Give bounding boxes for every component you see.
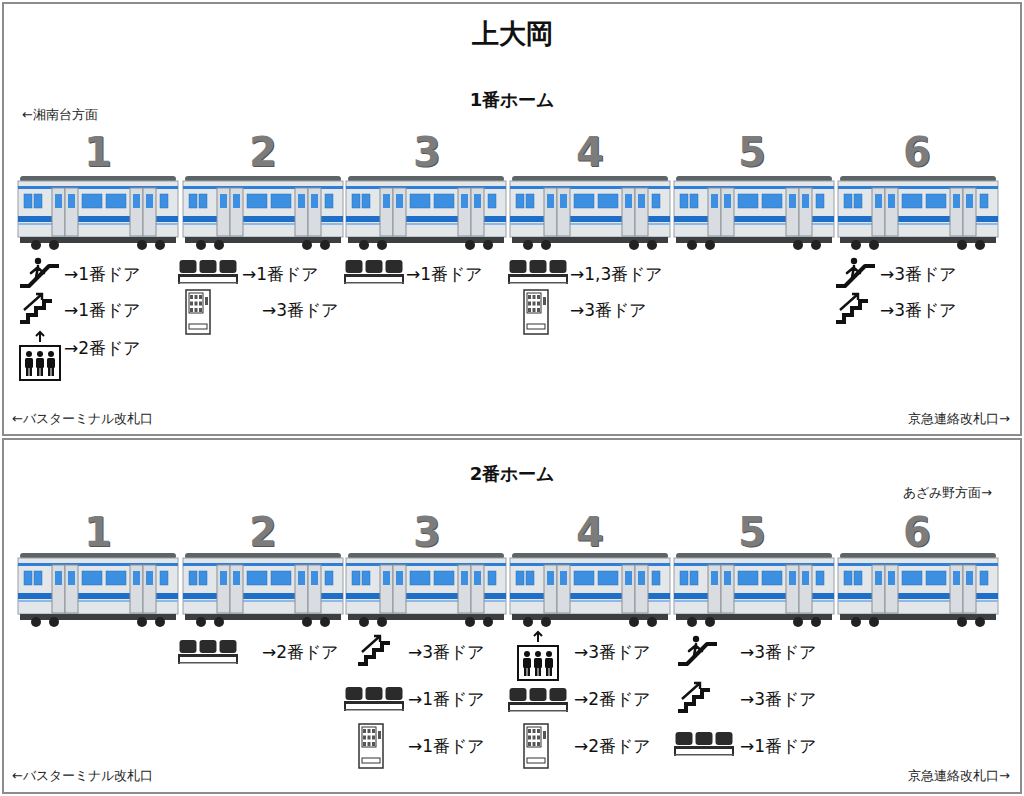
door-label: →3番ドア	[740, 643, 816, 662]
esc-icon	[678, 636, 717, 664]
door-label: →3番ドア	[880, 265, 956, 284]
car-number: 4	[576, 130, 604, 174]
door-label: →3番ドア	[574, 643, 650, 662]
car-number: 3	[413, 510, 441, 554]
door-label: →1番ドア	[406, 265, 482, 284]
train	[18, 176, 998, 250]
car-number: 1	[84, 130, 112, 174]
car-number: 2	[249, 130, 277, 174]
door-label: →3番ドア	[740, 690, 816, 709]
train-car	[183, 553, 343, 627]
train-car	[838, 553, 998, 627]
stairs-icon	[358, 636, 390, 664]
train-car	[18, 553, 178, 627]
car-number: 6	[903, 130, 931, 174]
door-label: →1番ドア	[740, 737, 816, 756]
vend-icon	[186, 290, 210, 334]
door-label: →2番ドア	[574, 737, 650, 756]
car-number: 3	[413, 130, 441, 174]
train-car	[510, 176, 670, 250]
exit-label: 京急連絡改札口→	[908, 769, 1010, 783]
direction-label: ←湘南台方面	[22, 108, 98, 122]
train-car	[183, 176, 343, 250]
platform-panel: 2番ホーム	[2, 438, 1022, 794]
exit-label: ←バスターミナル改札口	[12, 412, 153, 426]
door-label: →1,3番ドア	[570, 265, 662, 284]
bench-icon	[178, 640, 238, 664]
esc-icon	[20, 258, 59, 286]
door-label: →3番ドア	[262, 301, 338, 320]
train-car	[674, 176, 834, 250]
door-label: →3番ドア	[880, 301, 956, 320]
station-title: 上大岡	[0, 16, 1024, 52]
bench-icon	[344, 687, 404, 711]
car-number: 6	[903, 510, 931, 554]
esc-icon	[836, 258, 875, 286]
door-label: →1番ドア	[408, 737, 484, 756]
stairs-icon	[20, 294, 52, 322]
door-label: →1番ドア	[64, 265, 140, 284]
bench-icon	[508, 260, 568, 284]
elev-icon	[518, 632, 558, 680]
bench-icon	[178, 260, 238, 284]
car-number: 5	[738, 130, 766, 174]
bench-icon	[344, 260, 404, 284]
platform-panel: 1番ホーム	[2, 2, 1022, 436]
bench-icon	[508, 688, 568, 712]
elev-icon	[20, 332, 60, 380]
platform-title: 1番ホーム	[4, 88, 1020, 112]
train-car	[18, 176, 178, 250]
door-label: →1番ドア	[64, 301, 140, 320]
car-number: 4	[576, 510, 604, 554]
direction-label: あざみ野方面→	[903, 486, 992, 500]
train-car	[346, 553, 506, 627]
door-label: →3番ドア	[408, 643, 484, 662]
door-label: →1番ドア	[408, 690, 484, 709]
door-label: →1番ドア	[242, 265, 318, 284]
vend-icon	[524, 724, 548, 768]
platform-title: 2番ホーム	[4, 462, 1020, 486]
train	[18, 553, 998, 627]
train-car	[674, 553, 834, 627]
stairs-icon	[836, 294, 868, 322]
door-label: →2番ドア	[64, 339, 140, 358]
car-number: 5	[738, 510, 766, 554]
train-car	[510, 553, 670, 627]
door-label: →2番ドア	[574, 690, 650, 709]
exit-label: ←バスターミナル改札口	[12, 769, 153, 783]
door-label: →2番ドア	[262, 643, 338, 662]
vend-icon	[524, 290, 548, 334]
exit-label: 京急連絡改札口→	[908, 412, 1010, 426]
train-car	[346, 176, 506, 250]
vend-icon	[359, 724, 383, 768]
bench-icon	[674, 732, 734, 756]
door-label: →3番ドア	[570, 301, 646, 320]
train-car	[838, 176, 998, 250]
car-number: 2	[249, 510, 277, 554]
stairs-icon	[678, 683, 710, 711]
car-number: 1	[84, 510, 112, 554]
